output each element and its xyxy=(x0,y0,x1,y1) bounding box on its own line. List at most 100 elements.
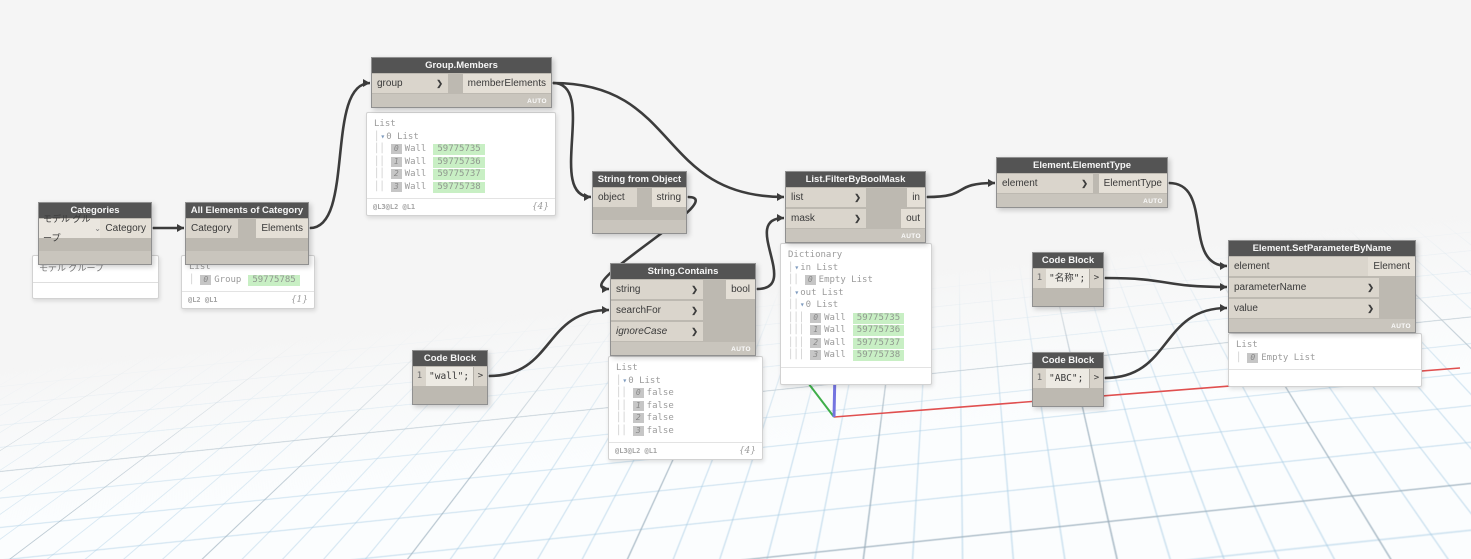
item-label: Wall xyxy=(824,338,846,348)
port-out-string[interactable]: string xyxy=(652,188,686,207)
lacing-strip xyxy=(593,220,686,233)
code-block-input[interactable]: "wall"; xyxy=(426,367,473,386)
list-expander-icon[interactable]: ▾ xyxy=(622,376,627,385)
item-label: false xyxy=(647,426,674,436)
node-categories[interactable]: Categoriesモデル グループCategory xyxy=(38,202,152,265)
port-out-Category[interactable]: Category xyxy=(100,219,151,238)
port-out-in[interactable]: in xyxy=(907,188,925,207)
list-expander-icon[interactable]: ▾ xyxy=(380,132,385,141)
node-string-from-object[interactable]: String from Objectobject string xyxy=(592,171,687,234)
element-id-chip: 59775738 xyxy=(433,182,484,193)
port-out[interactable]: > xyxy=(473,367,487,386)
port-in-group[interactable]: group xyxy=(372,74,448,93)
list-item: │││1Wall59775736 xyxy=(781,324,931,337)
port-in-ignoreCase[interactable]: ignoreCase xyxy=(611,322,703,341)
wire[interactable] xyxy=(310,83,370,228)
wire[interactable] xyxy=(489,310,609,376)
node-title[interactable]: Element.SetParameterByName xyxy=(1229,241,1415,256)
port-in-parameterName[interactable]: parameterName xyxy=(1229,278,1379,297)
port-in-string[interactable]: string xyxy=(611,280,703,299)
preview-bubble[interactable]: List│0Empty List xyxy=(1228,333,1422,387)
list-item: List xyxy=(609,362,762,375)
node-title[interactable]: List.FilterByBoolMask xyxy=(786,172,925,187)
chevron-right-icon xyxy=(854,209,861,228)
node-code-block-abc[interactable]: Code Block1"ABC";> xyxy=(1032,352,1104,407)
port-in-list[interactable]: list xyxy=(786,188,866,207)
category-dropdown[interactable]: モデル グループ xyxy=(39,219,105,238)
node-title[interactable]: All Elements of Category xyxy=(186,203,308,218)
port-in-mask[interactable]: mask xyxy=(786,209,866,228)
index-chip: 0 xyxy=(391,144,402,154)
node-title[interactable]: Code Block xyxy=(1033,353,1103,368)
port-out-Element[interactable]: Element xyxy=(1368,257,1415,276)
node-all-elements-of-category[interactable]: All Elements of CategoryCategory Elements xyxy=(185,202,309,265)
watch-empty-row xyxy=(33,282,158,298)
node-title[interactable]: Code Block xyxy=(1033,253,1103,268)
tree-guide: │││ xyxy=(788,313,804,323)
tree-guide: ││ xyxy=(616,401,627,411)
lacing-tags[interactable]: @L3@L2 @L1 xyxy=(373,203,415,211)
port-out-ElementType[interactable]: ElementType xyxy=(1099,174,1167,193)
preview-bubble[interactable]: List│▾0 List││0Wall59775735││1Wall597757… xyxy=(366,112,556,216)
node-code-block-name[interactable]: Code Block1"名称";> xyxy=(1032,252,1104,307)
list-item: Dictionary xyxy=(781,249,931,262)
index-chip: 0 xyxy=(200,275,211,285)
wire-end-arrow-icon xyxy=(1220,304,1227,312)
tree-guide: │ xyxy=(788,288,793,298)
item-label: List xyxy=(616,363,638,373)
list-item: │││3Wall59775738 xyxy=(781,349,931,362)
item-label: List xyxy=(374,119,396,129)
port-in-element[interactable]: element xyxy=(997,174,1093,193)
chevron-right-icon xyxy=(1081,174,1088,193)
list-item: ││2Wall59775737 xyxy=(367,168,555,181)
lacing-strip xyxy=(39,251,151,264)
code-block-input[interactable]: "ABC"; xyxy=(1046,369,1089,388)
list-item: ││2false xyxy=(609,412,762,425)
port-out-bool[interactable]: bool xyxy=(726,280,755,299)
node-element-setparameterbyname[interactable]: Element.SetParameterByNameelementElement… xyxy=(1228,240,1416,333)
wire[interactable] xyxy=(553,83,591,197)
node-title[interactable]: String from Object xyxy=(593,172,686,187)
port-out[interactable]: > xyxy=(1089,269,1103,288)
port-out-memberElements[interactable]: memberElements xyxy=(463,74,551,93)
port-out[interactable]: > xyxy=(1089,369,1103,388)
wire-end-arrow-icon xyxy=(602,285,609,293)
port-in-Category[interactable]: Category xyxy=(186,219,238,238)
list-expander-icon[interactable]: ▾ xyxy=(794,263,799,272)
port-out-out[interactable]: out xyxy=(901,209,925,228)
node-title[interactable]: Code Block xyxy=(413,351,487,366)
list-item: ││0Empty List xyxy=(781,274,931,287)
item-label: 0 List xyxy=(628,376,661,386)
lacing-tags[interactable]: @L2 @L1 xyxy=(188,296,218,304)
wire[interactable] xyxy=(1105,308,1227,378)
port-out-Elements[interactable]: Elements xyxy=(256,219,308,238)
port-in-value[interactable]: value xyxy=(1229,299,1379,318)
node-string-contains[interactable]: String.Containsstring bool searchFor ignore… xyxy=(610,263,756,356)
node-list-filterbyboolmask[interactable]: List.FilterByBoolMasklistinmaskoutAUTO xyxy=(785,171,926,243)
list-expander-icon[interactable]: ▾ xyxy=(800,300,805,309)
code-block-input[interactable]: "名称"; xyxy=(1046,269,1089,288)
list-expander-icon[interactable]: ▾ xyxy=(794,288,799,297)
list-item: │▾0 List xyxy=(367,131,555,144)
preview-bubble[interactable]: List│▾0 List││0false││1false││2false││3f… xyxy=(608,356,763,460)
node-element-elementtype[interactable]: Element.ElementTypeelementElementTypeAUT… xyxy=(996,157,1168,208)
node-title[interactable]: String.Contains xyxy=(611,264,755,279)
tree-guide: ││ xyxy=(788,300,799,310)
node-title[interactable]: Group.Members xyxy=(372,58,551,73)
port-in-element[interactable]: element xyxy=(1229,257,1379,276)
list-item: List xyxy=(367,118,555,131)
node-group-members[interactable]: Group.MembersgroupmemberElementsAUTO xyxy=(371,57,552,108)
wire[interactable] xyxy=(1105,278,1227,287)
lacing-tags[interactable]: @L3@L2 @L1 xyxy=(615,447,657,455)
preview-footer: @L2 @L1{1} xyxy=(182,291,314,308)
port-in-searchFor[interactable]: searchFor xyxy=(611,301,703,320)
wire-end-arrow-icon xyxy=(363,79,370,87)
preview-bubble[interactable]: Dictionary│▾in List││0Empty List│▾out Li… xyxy=(780,243,932,385)
node-code-block-wall[interactable]: Code Block1"wall";> xyxy=(412,350,488,405)
port-in-object[interactable]: object xyxy=(593,188,637,207)
node-title[interactable]: Element.ElementType xyxy=(997,158,1167,173)
wire[interactable] xyxy=(927,183,995,197)
port-label: parameterName xyxy=(1234,278,1306,297)
wire[interactable] xyxy=(1169,183,1227,266)
